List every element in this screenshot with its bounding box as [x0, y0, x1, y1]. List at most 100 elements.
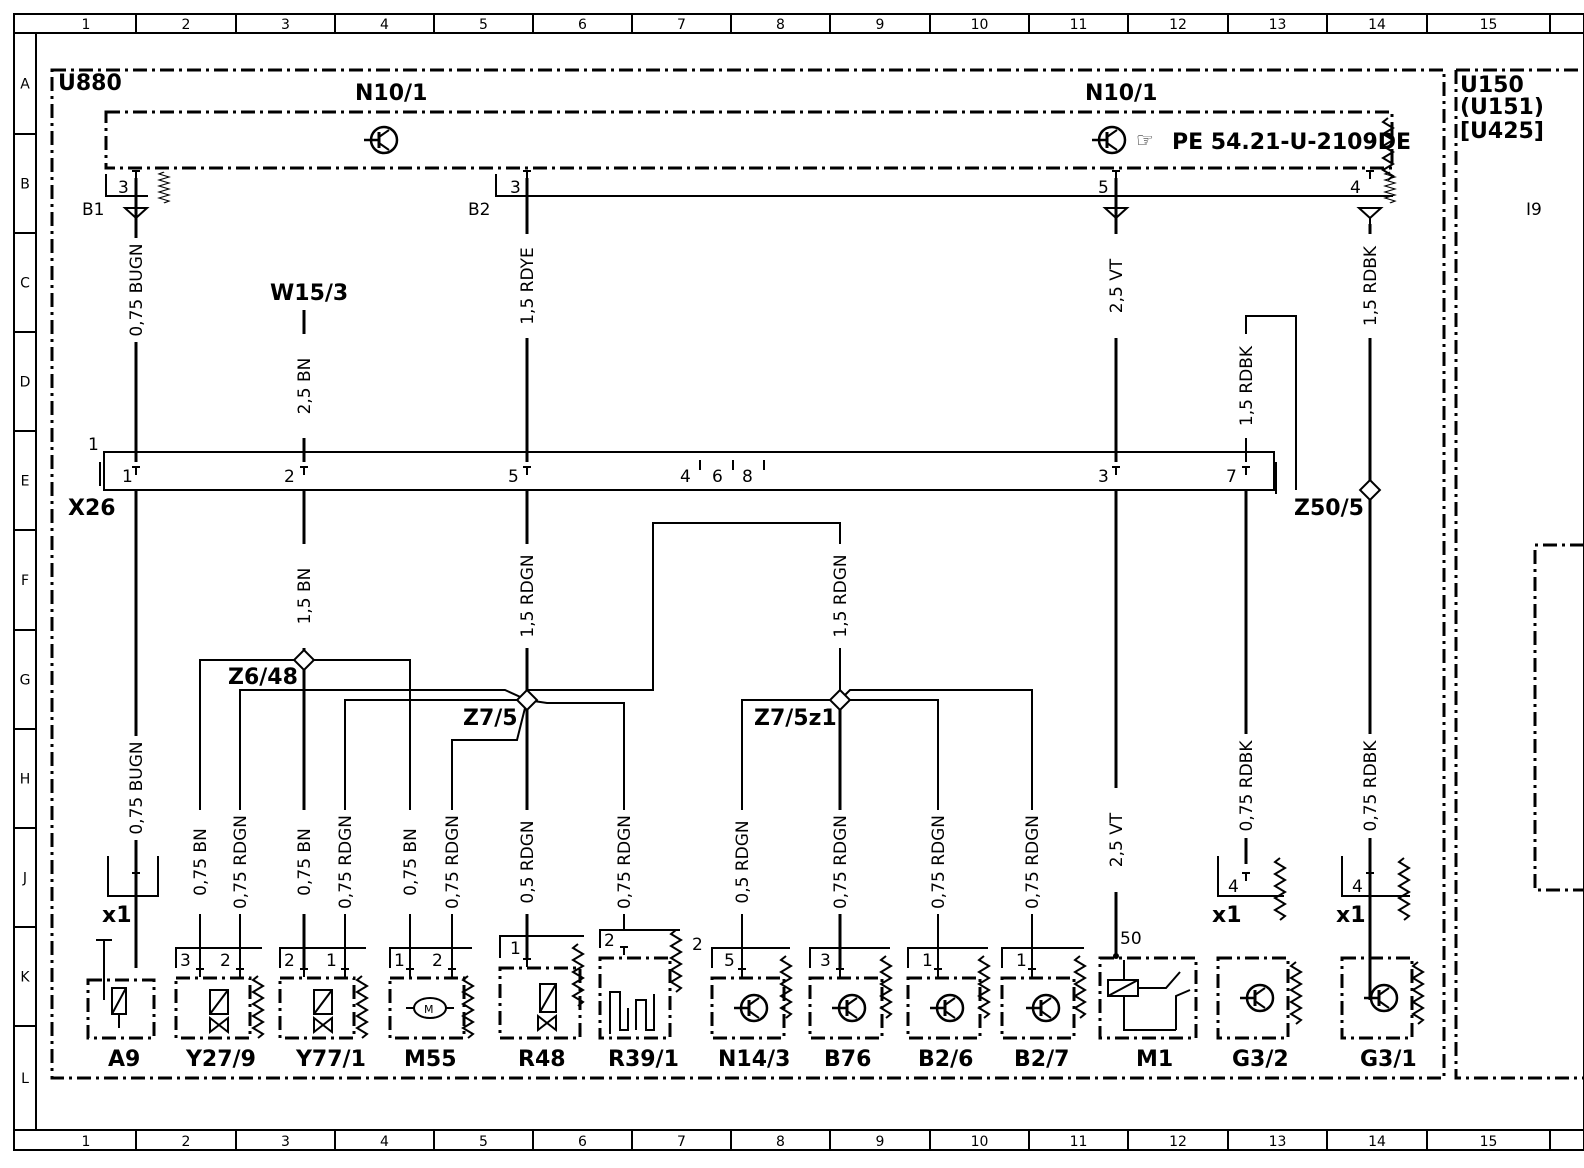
transistor-icon	[1238, 983, 1275, 1013]
pin-number: 1	[922, 951, 933, 971]
grid-column-label: 15	[1480, 17, 1498, 33]
splice-label: Z7/5	[463, 706, 518, 731]
control-module-box	[104, 110, 1394, 170]
grid-column-label: 9	[876, 17, 885, 33]
grid-column-label: 12	[1169, 17, 1187, 33]
grid-column-label: 6	[578, 17, 587, 33]
pin-number: 3	[1098, 467, 1109, 487]
grid-row-label: B	[20, 177, 30, 193]
grid-column-label: 2	[182, 17, 191, 33]
transistor-icon	[928, 993, 965, 1023]
wire-label: 0,75 RDGN	[1023, 815, 1043, 909]
grid-row-label: F	[21, 573, 29, 589]
connector-label-x1: x1	[1336, 903, 1366, 928]
component-label: Y27/9	[185, 1047, 256, 1072]
wire-label: 0,75 RDGN	[831, 815, 851, 909]
area-label-side-1: U150	[1460, 73, 1524, 98]
grid-column-label: 10	[971, 1134, 989, 1150]
pin-number: 6	[712, 467, 723, 487]
wire-label: 0,75 RDGN	[443, 815, 463, 909]
pin-number: 5	[508, 467, 519, 487]
pin-number: 2	[220, 951, 231, 971]
wire-label: 1,5 RDGN	[518, 554, 538, 637]
wire-label: 0,75 RDGN	[336, 815, 356, 909]
wire-label: 1,5 BN	[295, 568, 315, 625]
grid-row-label: E	[21, 474, 30, 490]
grid-column-label: 3	[281, 17, 290, 33]
splice-label: Z6/48	[228, 665, 298, 690]
grid-row-label: D	[20, 375, 31, 391]
pe-reference-label: PE 54.21-U-2109DE	[1172, 130, 1411, 155]
wire-label: 0,75 BUGN	[127, 741, 147, 834]
grid-column-label: 3	[281, 1134, 290, 1150]
module-label-right: N10/1	[1085, 81, 1157, 106]
side-component-fragment	[1533, 543, 1584, 892]
pin-number: 1	[1016, 951, 1027, 971]
pin-number: 50	[1120, 929, 1142, 949]
grid-column-label: 6	[578, 1134, 587, 1150]
grid-column-label: 9	[876, 1134, 885, 1150]
component-label: N14/3	[718, 1047, 790, 1072]
grid-column-label: 5	[479, 1134, 488, 1150]
wire-label: 2,5 VT	[1107, 812, 1127, 867]
pin-number: 5	[1098, 178, 1109, 198]
pin-number: 8	[742, 467, 753, 487]
connector-label-x1: x1	[102, 903, 132, 928]
pin-number: 2	[284, 467, 295, 487]
ground-label: B1	[82, 200, 104, 220]
area-label-side-fragment: I9	[1526, 200, 1542, 220]
grid-row-label: G	[20, 673, 31, 689]
connector-x26	[103, 451, 1275, 491]
grid-column-label: 14	[1368, 1134, 1386, 1150]
component-label: M1	[1136, 1047, 1173, 1072]
area-border-side	[1454, 68, 1584, 1080]
grid-row-label: C	[20, 276, 30, 292]
wire-label: 0,75 BN	[295, 828, 315, 896]
connector-label-w15: W15/3	[270, 281, 348, 306]
pin-number: 4	[1352, 877, 1363, 897]
x26-pins	[131, 460, 1251, 476]
grid-column-label: 1	[82, 1134, 91, 1150]
area-label-side-2: (U151)	[1460, 95, 1544, 120]
component-label: B76	[824, 1047, 871, 1072]
area-label-side-3: [U425]	[1460, 119, 1544, 144]
pin-number: 3	[118, 178, 129, 198]
component-label: Y77/1	[295, 1047, 366, 1072]
pin-number: 2	[432, 951, 443, 971]
component-label: B2/6	[918, 1047, 973, 1072]
component-label: B2/7	[1014, 1047, 1069, 1072]
transistor-icon	[362, 125, 399, 155]
pin-number: 4	[680, 467, 691, 487]
wire-label: 0,75 RDGN	[929, 815, 949, 909]
grid-column-label: 7	[677, 1134, 686, 1150]
pin-number: 3	[820, 951, 831, 971]
wire-label: 0,75 BN	[401, 828, 421, 896]
wire-label: 0,75 RDGN	[615, 815, 635, 909]
grid-column-label: 13	[1269, 1134, 1287, 1150]
component-boxes: M	[86, 929, 1424, 1040]
component-label: G3/2	[1232, 1047, 1289, 1072]
wire-label: 0,75 BN	[191, 828, 211, 896]
wire-label: 1,5 RDBK	[1237, 345, 1257, 426]
wire-label: 1,5 RDGN	[831, 554, 851, 637]
grid-column-label: 12	[1169, 1134, 1187, 1150]
grid-column-label: 7	[677, 17, 686, 33]
connector-label-x26: X26	[68, 496, 116, 521]
grid-row-label: J	[22, 871, 27, 887]
transistor-icon	[1090, 125, 1127, 155]
wire-label: 0,75 RDGN	[231, 815, 251, 909]
wire-label: 0,5 RDGN	[733, 820, 753, 903]
motor-icon: M	[424, 1003, 434, 1016]
grid-row-label: L	[21, 1071, 29, 1087]
wire-label: 2,5 BN	[295, 358, 315, 415]
wire-label: 0,75 BUGN	[127, 243, 147, 336]
wire-label: 2,5 VT	[1107, 258, 1127, 313]
transistor-icon	[732, 993, 769, 1023]
component-label: G3/1	[1360, 1047, 1417, 1072]
wire-label: 1,5 RDBK	[1361, 245, 1381, 326]
splice-label: Z50/5	[1294, 496, 1364, 521]
pin-number: 1	[326, 951, 337, 971]
wire-label: 0,75 RDBK	[1237, 740, 1257, 832]
